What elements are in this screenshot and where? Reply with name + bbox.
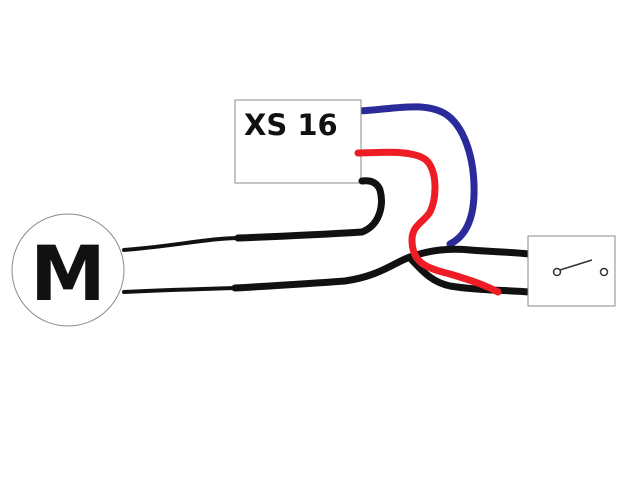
switch-lever: [559, 259, 593, 271]
module-box: [234, 99, 362, 184]
motor-circle: [11, 213, 125, 327]
blue-wire: [354, 103, 478, 248]
motor-symbol: M: [30, 229, 106, 318]
black-wire-lower-thick: [231, 245, 534, 292]
black-wire-upper-thick: [234, 177, 385, 242]
switch-contact-right: [599, 267, 609, 277]
switch-icon: [552, 259, 609, 277]
switch-contact-left: [552, 267, 562, 277]
switch-box: [527, 235, 616, 307]
black-wire-cross: [406, 254, 534, 296]
module-label: XS 16: [244, 108, 338, 142]
red-wire: [354, 148, 502, 296]
switch: [527, 235, 616, 307]
